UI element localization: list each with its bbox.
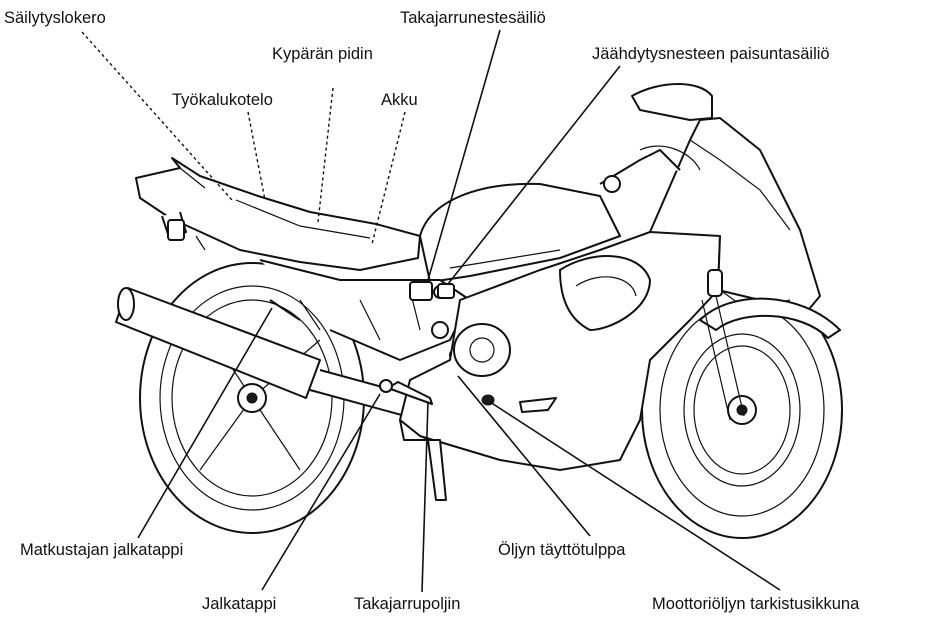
footpeg-knob [380,380,392,392]
rear-brake-reservoir [410,282,432,300]
label-coolant-reservoir: Jäähdytysnesteen paisuntasäiliö [592,46,830,63]
label-footpeg: Jalkatappi [202,596,276,613]
tail-light [168,220,184,240]
label-oil-cap: Öljyn täyttötulppa [498,542,626,559]
label-oil-window: Moottoriöljyn tarkistusikkuna [652,596,859,613]
label-brake-pedal: Takajarrupoljin [354,596,460,613]
label-battery: Akku [381,92,418,109]
label-rear-brake-reservoir: Takajarrunestesäiliö [400,10,546,27]
label-toolcase: Työkalukotelo [172,92,273,109]
label-helmet-holder: Kypärän pidin [272,46,373,63]
leader-toolcase [248,112,265,200]
label-passenger-peg: Matkustajan jalkatappi [20,542,183,559]
seat-tail [136,158,420,270]
leader-helmet [318,88,333,222]
coolant-reservoir [438,284,454,298]
side-stand [428,440,446,500]
label-storage: Säilytyslokero [4,10,106,27]
leader-battery [372,112,405,244]
